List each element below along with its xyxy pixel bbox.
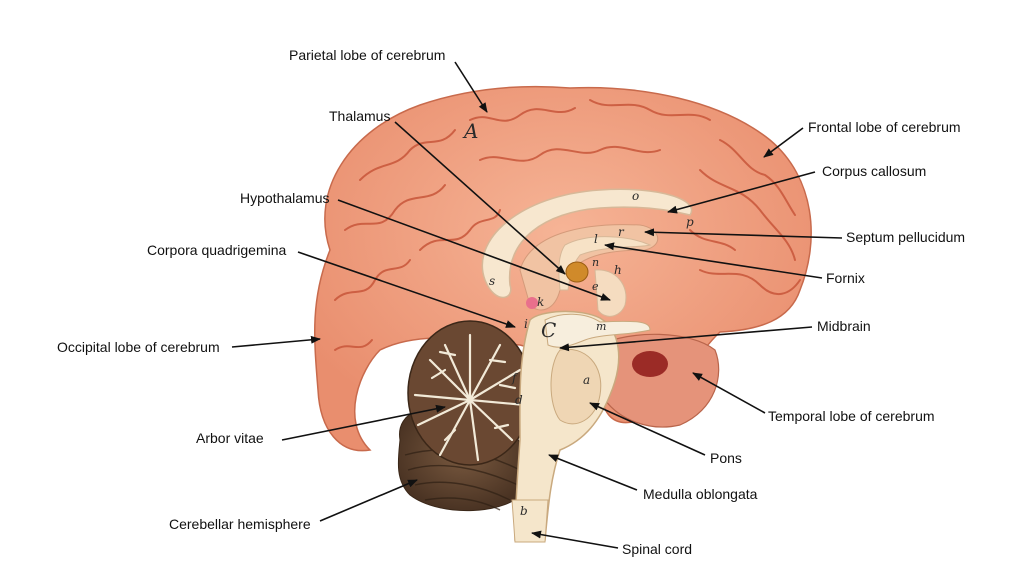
model-markers: A o p r l n h e k i C m s f d a b	[462, 119, 694, 518]
pons-shape	[550, 348, 602, 425]
marker-a: a	[583, 373, 590, 387]
label-medulla-oblongata: Medulla oblongata	[643, 486, 758, 502]
label-temporal-lobe: Temporal lobe of cerebrum	[768, 408, 935, 424]
arrow-midbrain	[559, 326, 813, 352]
arrow-thalamus	[394, 121, 566, 275]
fornix-shape	[558, 236, 652, 291]
marker-m: m	[596, 320, 606, 333]
arrow-spinal	[531, 530, 619, 549]
arrow-corpus-callosum	[667, 171, 816, 214]
marker-A: A	[462, 119, 478, 143]
temporal-lobe-shape	[599, 333, 720, 428]
label-frontal-lobe: Frontal lobe of cerebrum	[808, 119, 961, 135]
arrow-septum	[644, 228, 843, 239]
label-pons: Pons	[710, 450, 742, 466]
marker-o: o	[632, 189, 639, 203]
leader-arrows	[231, 61, 843, 549]
arrow-fornix	[604, 242, 823, 279]
arrow-pons	[589, 402, 706, 456]
marker-d: d	[515, 393, 523, 407]
arrow-frontal	[763, 127, 804, 158]
marker-i: i	[524, 317, 528, 331]
label-spinal-cord: Spinal cord	[622, 541, 693, 557]
label-fornix: Fornix	[826, 270, 865, 286]
marker-b: b	[520, 504, 528, 518]
label-corpora-quadrigemina: Corpora quadrigemina	[147, 242, 287, 258]
corpora-quadrigemina-shape	[526, 297, 538, 309]
marker-l: l	[594, 232, 598, 246]
label-septum-pellucidum: Septum pellucidum	[846, 229, 966, 245]
label-corpus-callosum: Corpus callosum	[822, 163, 927, 179]
label-cerebellar-hemisphere: Cerebellar hemisphere	[169, 516, 311, 532]
spinal-cord-shape	[511, 499, 549, 543]
marker-n: n	[592, 256, 599, 269]
arrow-arbor	[281, 404, 446, 441]
arrow-occipital	[231, 335, 321, 348]
midbrain-shape	[544, 313, 651, 348]
marker-h: h	[614, 263, 622, 277]
hypothalamus-shape	[594, 269, 627, 317]
pituitary-shape	[632, 351, 668, 377]
arrow-corpora	[297, 251, 516, 328]
label-occipital-lobe: Occipital lobe of cerebrum	[57, 339, 220, 355]
label-hypothalamus: Hypothalamus	[240, 190, 330, 206]
label-thalamus: Thalamus	[329, 108, 391, 124]
marker-e: e	[592, 280, 599, 293]
marker-r: r	[618, 225, 625, 239]
marker-s: s	[489, 274, 495, 288]
label-arbor-vitae: Arbor vitae	[196, 430, 264, 446]
arrow-medulla	[548, 454, 638, 491]
thalamus-shape	[565, 261, 589, 283]
arrow-temporal	[692, 372, 766, 414]
arrow-parietal	[454, 61, 488, 113]
marker-k: k	[537, 295, 544, 309]
label-midbrain: Midbrain	[817, 318, 871, 334]
arrow-hypothalamus	[337, 199, 611, 301]
arbor-vitae-branches	[413, 333, 527, 462]
marker-C: C	[541, 318, 556, 342]
label-parietal-lobe: Parietal lobe of cerebrum	[289, 47, 446, 63]
marker-f: f	[511, 371, 519, 385]
marker-p: p	[686, 215, 694, 229]
arrow-cerebellar	[319, 479, 418, 522]
